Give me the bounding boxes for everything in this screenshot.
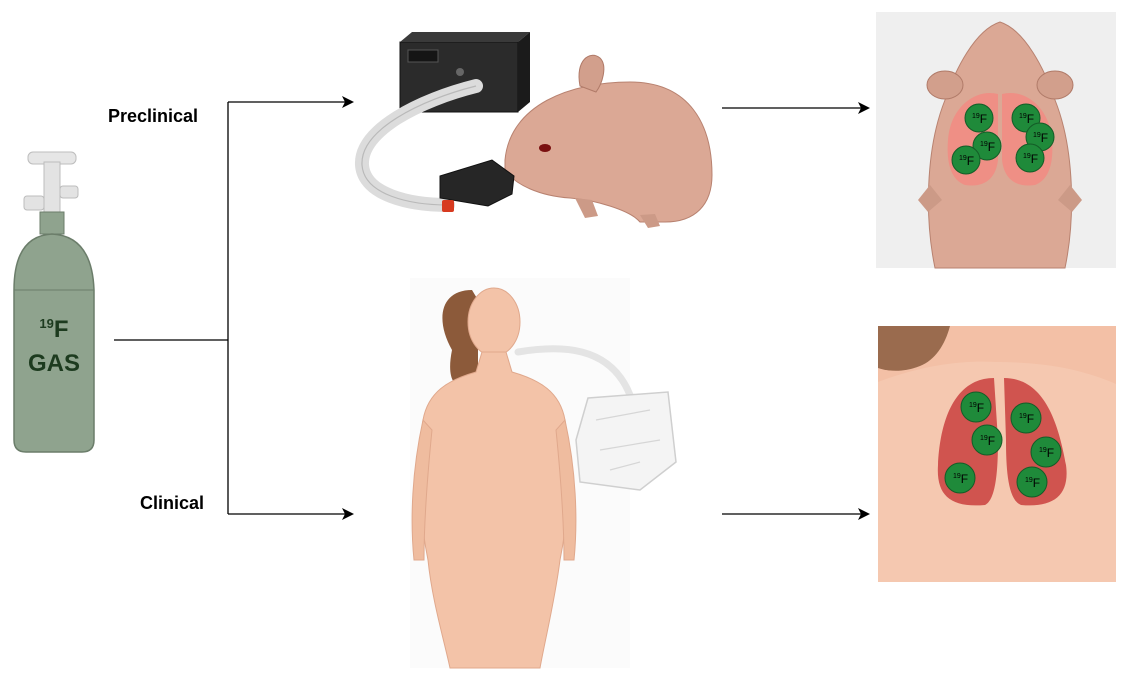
rat-body — [505, 82, 712, 222]
human-head — [468, 288, 520, 356]
f19-marker-el: F — [988, 140, 995, 154]
clinical-label: Clinical — [140, 493, 204, 514]
f19-marker-el: F — [1027, 112, 1034, 126]
preclinical-scene — [362, 32, 712, 228]
f19-marker-el: F — [967, 154, 974, 168]
ventilator-display — [408, 50, 438, 62]
f19-marker-sup: 19 — [969, 402, 977, 409]
cylinder-isotope-sup: 19 — [39, 316, 53, 331]
f19-marker: 19F — [965, 104, 993, 132]
nose-cone — [440, 160, 514, 206]
f19-marker: 19F — [952, 146, 980, 174]
f19-marker-sup: 19 — [980, 141, 988, 148]
f19-marker-el: F — [1041, 131, 1048, 145]
human-shoulders — [878, 362, 1116, 582]
f19-marker-sup: 19 — [1023, 153, 1031, 160]
f19-marker-el: F — [1047, 446, 1054, 460]
ventilator-knob — [456, 68, 464, 76]
f19-marker-sup: 19 — [953, 473, 961, 480]
gas-cylinder — [14, 152, 94, 452]
rat-topview-ear-right — [1037, 71, 1073, 99]
f19-marker-sup: 19 — [1019, 413, 1027, 420]
f19-marker-sup: 19 — [959, 155, 967, 162]
nose-cone-valve — [442, 200, 454, 212]
f19-marker: 19F — [945, 463, 975, 493]
rat-topview-ear-left — [927, 71, 963, 99]
f19-marker-sup: 19 — [980, 435, 988, 442]
f19-marker-el: F — [988, 434, 995, 448]
f19-marker-el: F — [961, 472, 968, 486]
f19-marker: 19F — [1017, 467, 1047, 497]
f19-marker: 19F — [972, 425, 1002, 455]
ventilator-device-side — [518, 32, 530, 112]
cylinder-gas-label: GAS — [10, 350, 98, 378]
human-torso — [419, 352, 568, 668]
f19-marker-el: F — [980, 112, 987, 126]
f19-marker-el: F — [1031, 152, 1038, 166]
f19-marker: 19F — [1011, 403, 1041, 433]
f19-marker-sup: 19 — [972, 113, 980, 120]
ventilator-device-top — [400, 32, 530, 42]
preclinical-label: Preclinical — [108, 106, 198, 127]
f19-marker-sup: 19 — [1033, 132, 1041, 139]
cylinder-neck — [40, 212, 64, 234]
cylinder-isotope-label: 19F — [10, 316, 98, 344]
cylinder-isotope-element: F — [54, 316, 69, 343]
f19-marker: 19F — [961, 392, 991, 422]
f19-marker-el: F — [977, 401, 984, 415]
f19-marker-sup: 19 — [1025, 477, 1033, 484]
f19-marker-sup: 19 — [1019, 113, 1027, 120]
clinical-scene — [410, 278, 676, 668]
cylinder-valve-side — [24, 196, 44, 210]
f19-marker: 19F — [1016, 144, 1044, 172]
cylinder-valve-stem — [44, 162, 60, 214]
f19-marker-el: F — [1033, 476, 1040, 490]
f19-marker-el: F — [1027, 412, 1034, 426]
cylinder-valve-outlet — [60, 186, 78, 198]
inhalation-bag — [576, 392, 676, 490]
human-result-panel — [878, 326, 1116, 582]
rat-eye — [539, 144, 551, 152]
f19-marker: 19F — [1031, 437, 1061, 467]
f19-marker-sup: 19 — [1039, 447, 1047, 454]
